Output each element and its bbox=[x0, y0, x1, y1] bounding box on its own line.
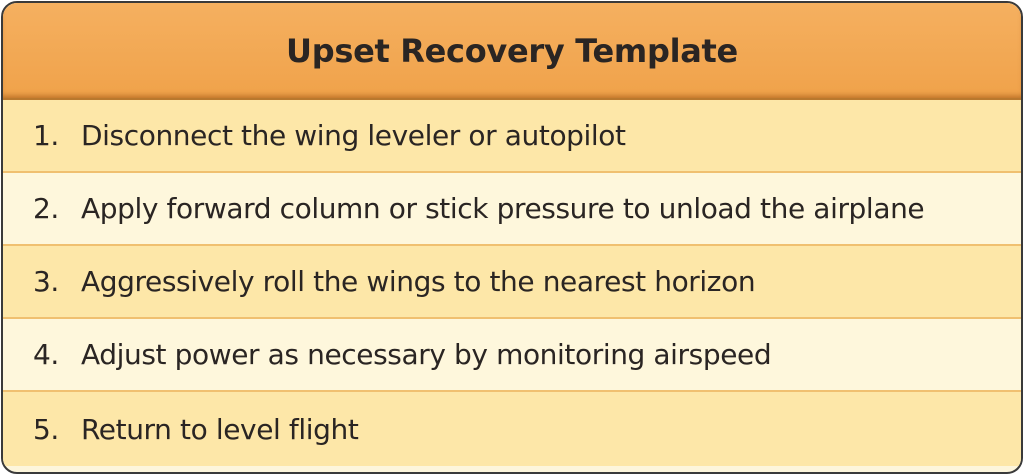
step-row-3: 3. Aggressively roll the wings to the ne… bbox=[3, 246, 1021, 319]
step-row-4: 4. Adjust power as necessary by monitori… bbox=[3, 319, 1021, 392]
step-text: Return to level flight bbox=[81, 412, 359, 446]
card-title: Upset Recovery Template bbox=[286, 31, 738, 70]
step-text: Disconnect the wing leveler or autopilot bbox=[81, 119, 626, 152]
step-text: Adjust power as necessary by monitoring … bbox=[81, 338, 772, 371]
step-number: 2. bbox=[33, 192, 59, 225]
step-text: Apply forward column or stick pressure t… bbox=[81, 192, 925, 225]
step-number: 3. bbox=[33, 265, 59, 298]
card-header: Upset Recovery Template bbox=[3, 3, 1021, 100]
step-number: 4. bbox=[33, 338, 59, 371]
step-number: 1. bbox=[33, 119, 59, 152]
step-number: 5. bbox=[33, 412, 59, 446]
step-row-5: 5. Return to level flight bbox=[3, 392, 1021, 466]
step-row-2: 2. Apply forward column or stick pressur… bbox=[3, 173, 1021, 246]
step-row-1: 1. Disconnect the wing leveler or autopi… bbox=[3, 100, 1021, 173]
step-text: Aggressively roll the wings to the neare… bbox=[81, 265, 756, 298]
steps-list: 1. Disconnect the wing leveler or autopi… bbox=[3, 100, 1021, 466]
